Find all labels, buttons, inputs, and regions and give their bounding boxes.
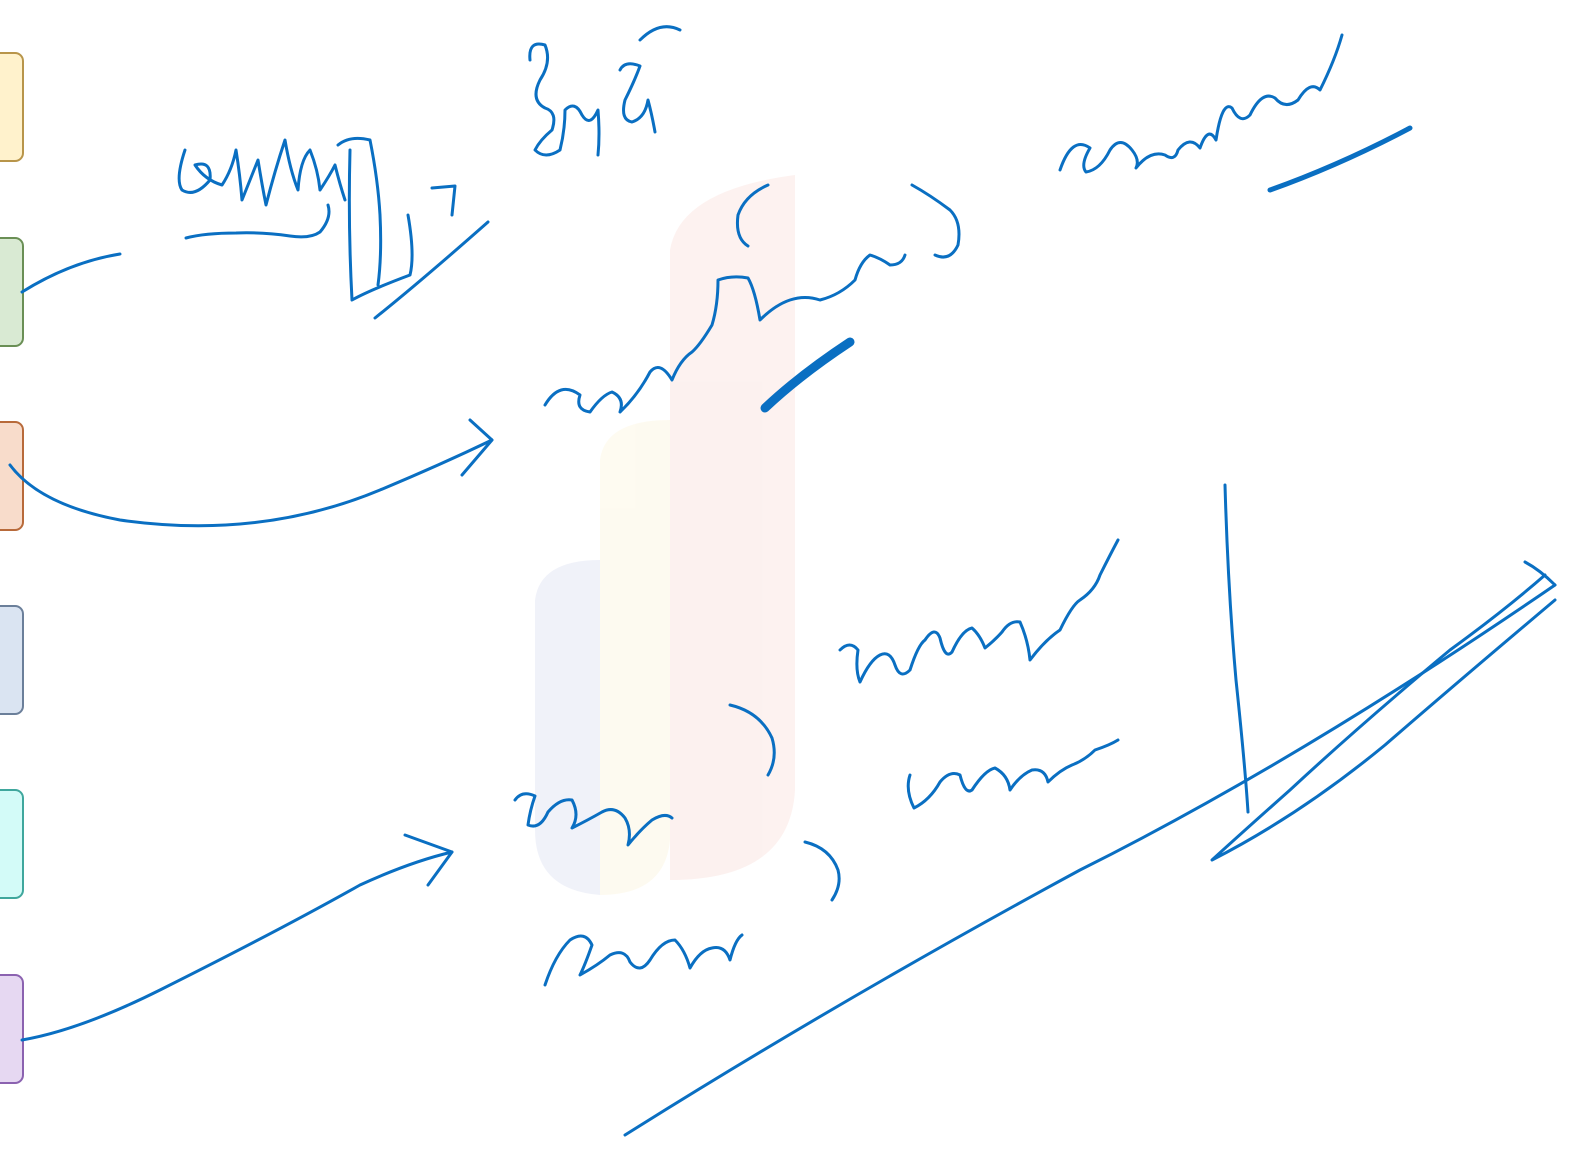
handwriting-scribble xyxy=(543,933,744,987)
connector-arrowhead-orange xyxy=(460,418,494,477)
handwriting-scribble xyxy=(543,253,907,414)
handwriting-scribble xyxy=(513,792,674,847)
handwriting-scribble xyxy=(838,538,1120,684)
handwriting-scribble xyxy=(430,184,457,217)
short-dash-stroke xyxy=(760,337,855,413)
color-tab-orange[interactable] xyxy=(0,421,24,531)
handwriting-scribble xyxy=(638,25,682,42)
color-tab-blue[interactable] xyxy=(0,605,24,715)
handwriting-scribble xyxy=(906,738,1120,810)
handwriting-scribble xyxy=(618,62,657,134)
color-tab-green[interactable] xyxy=(0,237,24,347)
handwriting-scribble xyxy=(336,136,383,287)
handwriting-scribble xyxy=(1058,33,1344,174)
color-tab-purple[interactable] xyxy=(0,974,24,1084)
vertical-stroke xyxy=(1223,483,1250,814)
connector-arrowhead-purple xyxy=(403,833,454,887)
long-slash-stroke xyxy=(1523,560,1557,587)
color-tab-cyan[interactable] xyxy=(0,789,24,899)
connector-stroke-orange xyxy=(8,438,494,528)
handwriting-scribble xyxy=(728,703,776,777)
handwriting-underline xyxy=(373,220,490,320)
connector-stroke-green xyxy=(20,252,122,294)
handwriting-scribble xyxy=(347,148,414,302)
connector-stroke-purple xyxy=(20,850,454,1042)
handwriting-scribble xyxy=(910,183,961,259)
handwriting-scribble xyxy=(736,183,770,248)
long-slash-stroke xyxy=(623,583,1557,1137)
watermark-stripe-middle xyxy=(600,420,670,895)
short-dash-stroke xyxy=(1267,125,1413,193)
watermark-stripe-right xyxy=(670,175,795,880)
handwriting-scribble xyxy=(177,138,347,207)
watermark-logo xyxy=(535,175,795,895)
handwriting-scribble xyxy=(803,840,841,902)
watermark-stripe-left xyxy=(535,560,600,895)
color-tab-yellow[interactable] xyxy=(0,52,24,162)
long-slash-stroke xyxy=(1210,573,1557,862)
handwriting-scribble xyxy=(184,203,331,240)
handwriting-scribble xyxy=(528,42,601,157)
